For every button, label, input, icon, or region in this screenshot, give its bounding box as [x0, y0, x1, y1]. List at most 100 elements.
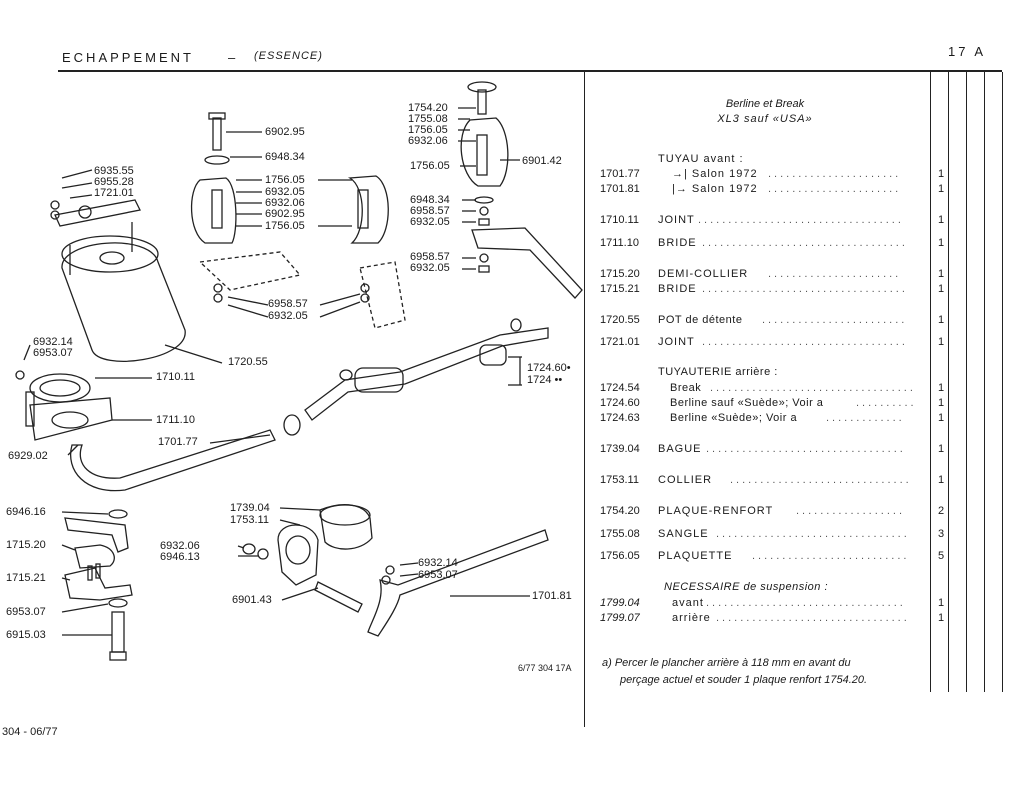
diagram-label: 6946.16	[6, 506, 46, 518]
part-description: Break	[670, 382, 702, 394]
table-row: 1715.21 BRIDE ..........................…	[600, 283, 950, 297]
part-quantity: 1	[938, 397, 945, 409]
part-description: TUYAUTERIE arrière :	[658, 366, 778, 378]
diagram-label: 1755.08	[408, 113, 448, 125]
part-quantity: 1	[938, 183, 945, 195]
part-code: 1724.60	[600, 397, 640, 409]
diagram-label: 6901.43	[232, 594, 272, 606]
table-row: 1799.07 arrière ........................…	[600, 612, 950, 626]
part-code: 1799.04	[600, 597, 640, 609]
joint-1710-11	[29, 373, 91, 403]
table-row: 1753.11 COLLIER ........................…	[600, 474, 950, 488]
diagram-label: 1756.05	[265, 174, 305, 186]
page-number: 17 A	[948, 44, 987, 59]
table-row: 1701.77 →| Salon 1972 ..................…	[600, 168, 950, 182]
leader-dots: .................................	[706, 443, 906, 455]
part-code: 1755.08	[600, 528, 640, 540]
diagram-label: 6932.06	[408, 135, 448, 147]
part-code: 1754.20	[600, 505, 640, 517]
diagram-label: 6953.07	[6, 606, 46, 618]
diagram-label: 6901.42	[522, 155, 562, 167]
leader-dots: .................................	[706, 597, 906, 609]
table-row: NECESSAIRE de suspension :	[600, 581, 950, 595]
leader-dots: ..................................	[698, 214, 904, 226]
part-description: PLAQUETTE	[658, 550, 733, 562]
qty-column-rule-3	[966, 72, 968, 692]
part-code: 1756.05	[600, 550, 640, 562]
part-description: PLAQUE-RENFORT	[658, 505, 774, 517]
part-code: 1739.04	[600, 443, 640, 455]
diagram-label: 6932.05	[265, 186, 305, 198]
diagram-label: 6915.03	[6, 629, 46, 641]
part-quantity: 1	[938, 283, 945, 295]
diagram-label: 6953.07	[418, 569, 458, 581]
diagram-label: 1754.20	[408, 102, 448, 114]
part-description: BRIDE	[658, 283, 697, 295]
table-row: 1711.10 BRIDE ..........................…	[600, 237, 950, 251]
strap-front	[190, 177, 237, 244]
footnote-marker: a)	[602, 657, 612, 669]
part-code: 1715.20	[600, 268, 640, 280]
diagram-label: 1756.05	[408, 124, 448, 136]
diagram-label: 6948.34	[265, 151, 305, 163]
table-row: 1701.81 |→ Salon 1972 ..................…	[600, 183, 950, 197]
diagram-label: 1739.04	[230, 502, 270, 514]
diagram-label: 1711.10	[156, 414, 195, 426]
part-quantity: 1	[938, 443, 945, 455]
diagram-label: 6955.28	[94, 176, 134, 188]
part-quantity: 1	[938, 237, 945, 249]
page-subtitle: (ESSENCE)	[254, 50, 323, 62]
table-row: 1721.01 JOINT ..........................…	[600, 336, 950, 350]
diagram-label: 1721.01	[94, 187, 134, 199]
part-description: NECESSAIRE de suspension :	[664, 581, 829, 593]
diagram-table-divider	[584, 72, 586, 727]
qty-column-rule	[930, 72, 932, 692]
part-description: Berline sauf «Suède»; Voir a	[670, 397, 824, 409]
diagram-label: 1724 ••	[527, 374, 563, 386]
leader-dots: ................................	[716, 528, 910, 540]
part-description: TUYAU avant :	[658, 153, 744, 165]
part-description: BRIDE	[658, 237, 697, 249]
diagram-label: 6902.95	[265, 126, 305, 138]
diagram-label: 1756.05	[265, 220, 305, 232]
diagram-label: 6958.57	[410, 251, 450, 263]
part-quantity: 1	[938, 214, 945, 226]
diagram-label: 1756.05	[410, 160, 450, 172]
part-quantity: 1	[938, 474, 945, 486]
diagram-label: 1720.55	[228, 356, 268, 368]
header-rule	[58, 70, 1002, 72]
diagram-label: 6932.14	[418, 557, 458, 569]
leader-dots: ..........................	[752, 550, 910, 562]
footnote-line2: perçage actuel et souder 1 plaque renfor…	[620, 674, 868, 686]
table-row: 1756.05 PLAQUETTE ......................…	[600, 550, 950, 564]
table-row: 1755.08 SANGLE .........................…	[600, 528, 950, 542]
leader-dots: ......................	[768, 183, 902, 195]
applicability-line1: Berline et Break	[725, 98, 805, 110]
part-quantity: 2	[938, 505, 945, 517]
part-description: Berline «Suède»; Voir a	[670, 412, 798, 424]
part-quantity: 1	[938, 336, 945, 348]
page-title: ECHAPPEMENT	[62, 50, 194, 65]
leader-dots: ................................	[716, 612, 910, 624]
part-description: COLLIER	[658, 474, 713, 486]
footnote-line1: Percer le plancher arrière à 118 mm en a…	[614, 657, 851, 669]
part-quantity: 3	[938, 528, 945, 540]
part-description: DEMI-COLLIER	[658, 268, 749, 280]
pipe-1701-81	[367, 529, 549, 637]
leader-dots: ..............................	[730, 474, 912, 486]
leader-dots: ..................................	[702, 283, 908, 295]
part-description: SANGLE	[658, 528, 709, 540]
diagram-label: 6946.13	[160, 551, 200, 563]
part-code: 1724.63	[600, 412, 640, 424]
part-code: 1701.81	[600, 183, 640, 195]
applicability-line2: XL3 sauf «USA»	[717, 113, 813, 125]
part-code: 1701.77	[600, 168, 640, 180]
diagram-label: 6958.57	[410, 205, 450, 217]
table-row: TUYAUTERIE arrière :	[600, 366, 950, 380]
part-description: →| Salon 1972	[672, 168, 758, 180]
washer-6948-34	[204, 155, 230, 165]
part-description: POT de détente	[658, 314, 743, 326]
part-description: |→ Salon 1972	[672, 183, 758, 195]
leader-dots: ..................................	[702, 336, 908, 348]
diagram-label: 1701.81	[532, 590, 572, 602]
